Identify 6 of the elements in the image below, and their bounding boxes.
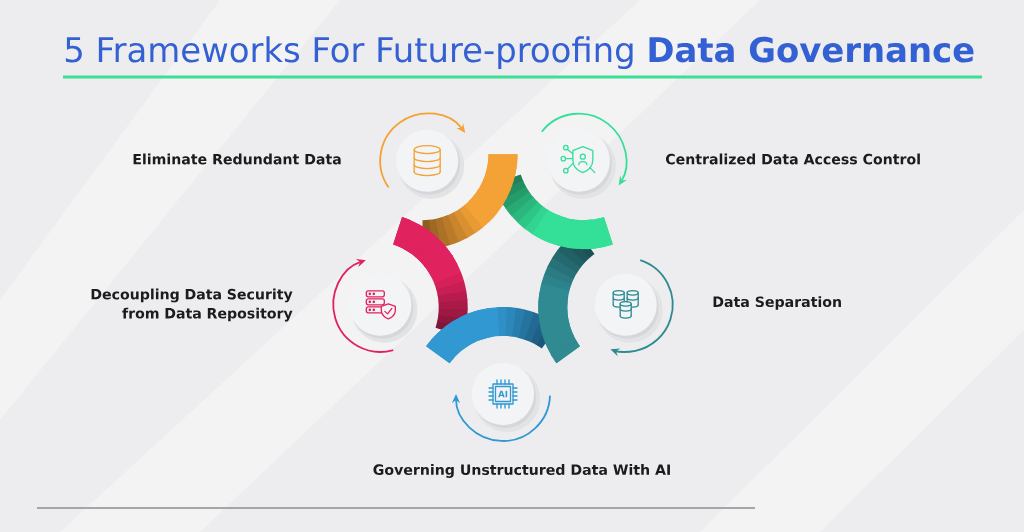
step-label: Governing Unstructured Data With AI (373, 464, 670, 478)
step-label: Decoupling Data Security from Data Repository (91, 288, 293, 322)
title: 5 Frameworks For Future-proofing Data Governance (65, 36, 974, 70)
step-label: Eliminate Redundant Data (133, 153, 341, 165)
step-label: Centralized Data Access Control (666, 153, 920, 165)
step-label: Data Separation (713, 296, 841, 310)
